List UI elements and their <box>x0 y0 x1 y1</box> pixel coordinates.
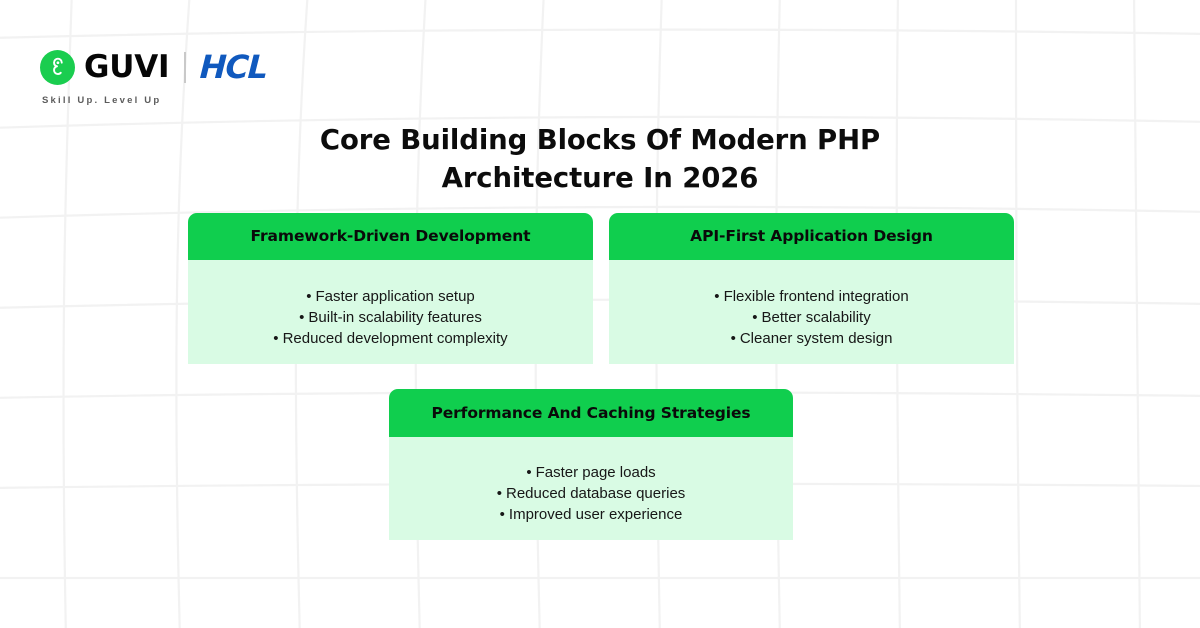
bullet-icon: • <box>496 485 502 502</box>
card-body: •Flexible frontend integration •Better s… <box>609 260 1014 364</box>
list-item: •Reduced development complexity <box>188 328 593 349</box>
card-header: API-First Application Design <box>609 213 1014 260</box>
card-header: Performance And Caching Strategies <box>389 389 793 437</box>
card-framework-driven-development: Framework-Driven Development •Faster app… <box>188 213 593 364</box>
brand-tagline: Skill Up. Level Up <box>42 95 162 106</box>
page-title-line-1: Core Building Blocks Of Modern PHP <box>319 124 881 157</box>
bullet-icon: • <box>299 309 305 326</box>
card-api-first-application-design: API-First Application Design •Flexible f… <box>609 213 1014 364</box>
list-item-label: Faster page loads <box>535 464 656 481</box>
card-heading: API-First Application Design <box>690 227 933 246</box>
list-item: •Cleaner system design <box>609 328 1014 349</box>
list-item-label: Faster application setup <box>315 288 475 305</box>
list-item-label: Built-in scalability features <box>308 309 482 326</box>
bullet-icon: • <box>273 330 279 347</box>
list-item-label: Better scalability <box>761 309 871 326</box>
bullet-icon: • <box>752 309 758 326</box>
bullet-list: •Flexible frontend integration •Better s… <box>609 286 1014 349</box>
card-heading: Framework-Driven Development <box>250 227 531 246</box>
card-performance-and-caching-strategies: Performance And Caching Strategies •Fast… <box>389 389 793 540</box>
page-title-line-2: Architecture In 2026 <box>441 162 759 195</box>
list-item: •Flexible frontend integration <box>609 286 1014 307</box>
list-item-label: Flexible frontend integration <box>723 288 909 305</box>
bullet-list: •Faster page loads •Reduced database que… <box>389 462 793 525</box>
list-item: •Built-in scalability features <box>188 307 593 328</box>
list-item: •Reduced database queries <box>389 483 793 504</box>
card-body: •Faster page loads •Reduced database que… <box>389 437 793 540</box>
list-item: •Faster page loads <box>389 462 793 483</box>
bullet-icon: • <box>714 288 720 305</box>
card-heading: Performance And Caching Strategies <box>431 403 751 422</box>
list-item: •Improved user experience <box>389 504 793 525</box>
bullet-list: •Faster application setup •Built-in scal… <box>188 286 593 349</box>
list-item: •Faster application setup <box>188 286 593 307</box>
card-body: •Faster application setup •Built-in scal… <box>188 260 593 364</box>
list-item: •Better scalability <box>609 307 1014 328</box>
card-header: Framework-Driven Development <box>188 213 593 260</box>
bullet-icon: • <box>526 464 532 481</box>
brand-logo-row: GUVI HCL <box>40 46 269 88</box>
list-item-label: Reduced database queries <box>505 485 686 502</box>
list-item-label: Improved user experience <box>508 506 683 523</box>
list-item-label: Reduced development complexity <box>282 330 508 347</box>
brand-lockup: GUVI HCL Skill Up. Level Up <box>40 46 269 106</box>
hcl-wordmark: HCL <box>199 48 269 86</box>
page-title: Core Building Blocks Of Modern PHP Archi… <box>0 122 1200 197</box>
brand-divider <box>184 51 187 83</box>
bullet-icon: • <box>730 330 736 347</box>
list-item-label: Cleaner system design <box>739 330 893 347</box>
guvi-g-mark-icon <box>40 49 75 85</box>
guvi-wordmark: GUVI <box>84 48 170 85</box>
bullet-icon: • <box>306 288 312 305</box>
bullet-icon: • <box>499 506 505 523</box>
